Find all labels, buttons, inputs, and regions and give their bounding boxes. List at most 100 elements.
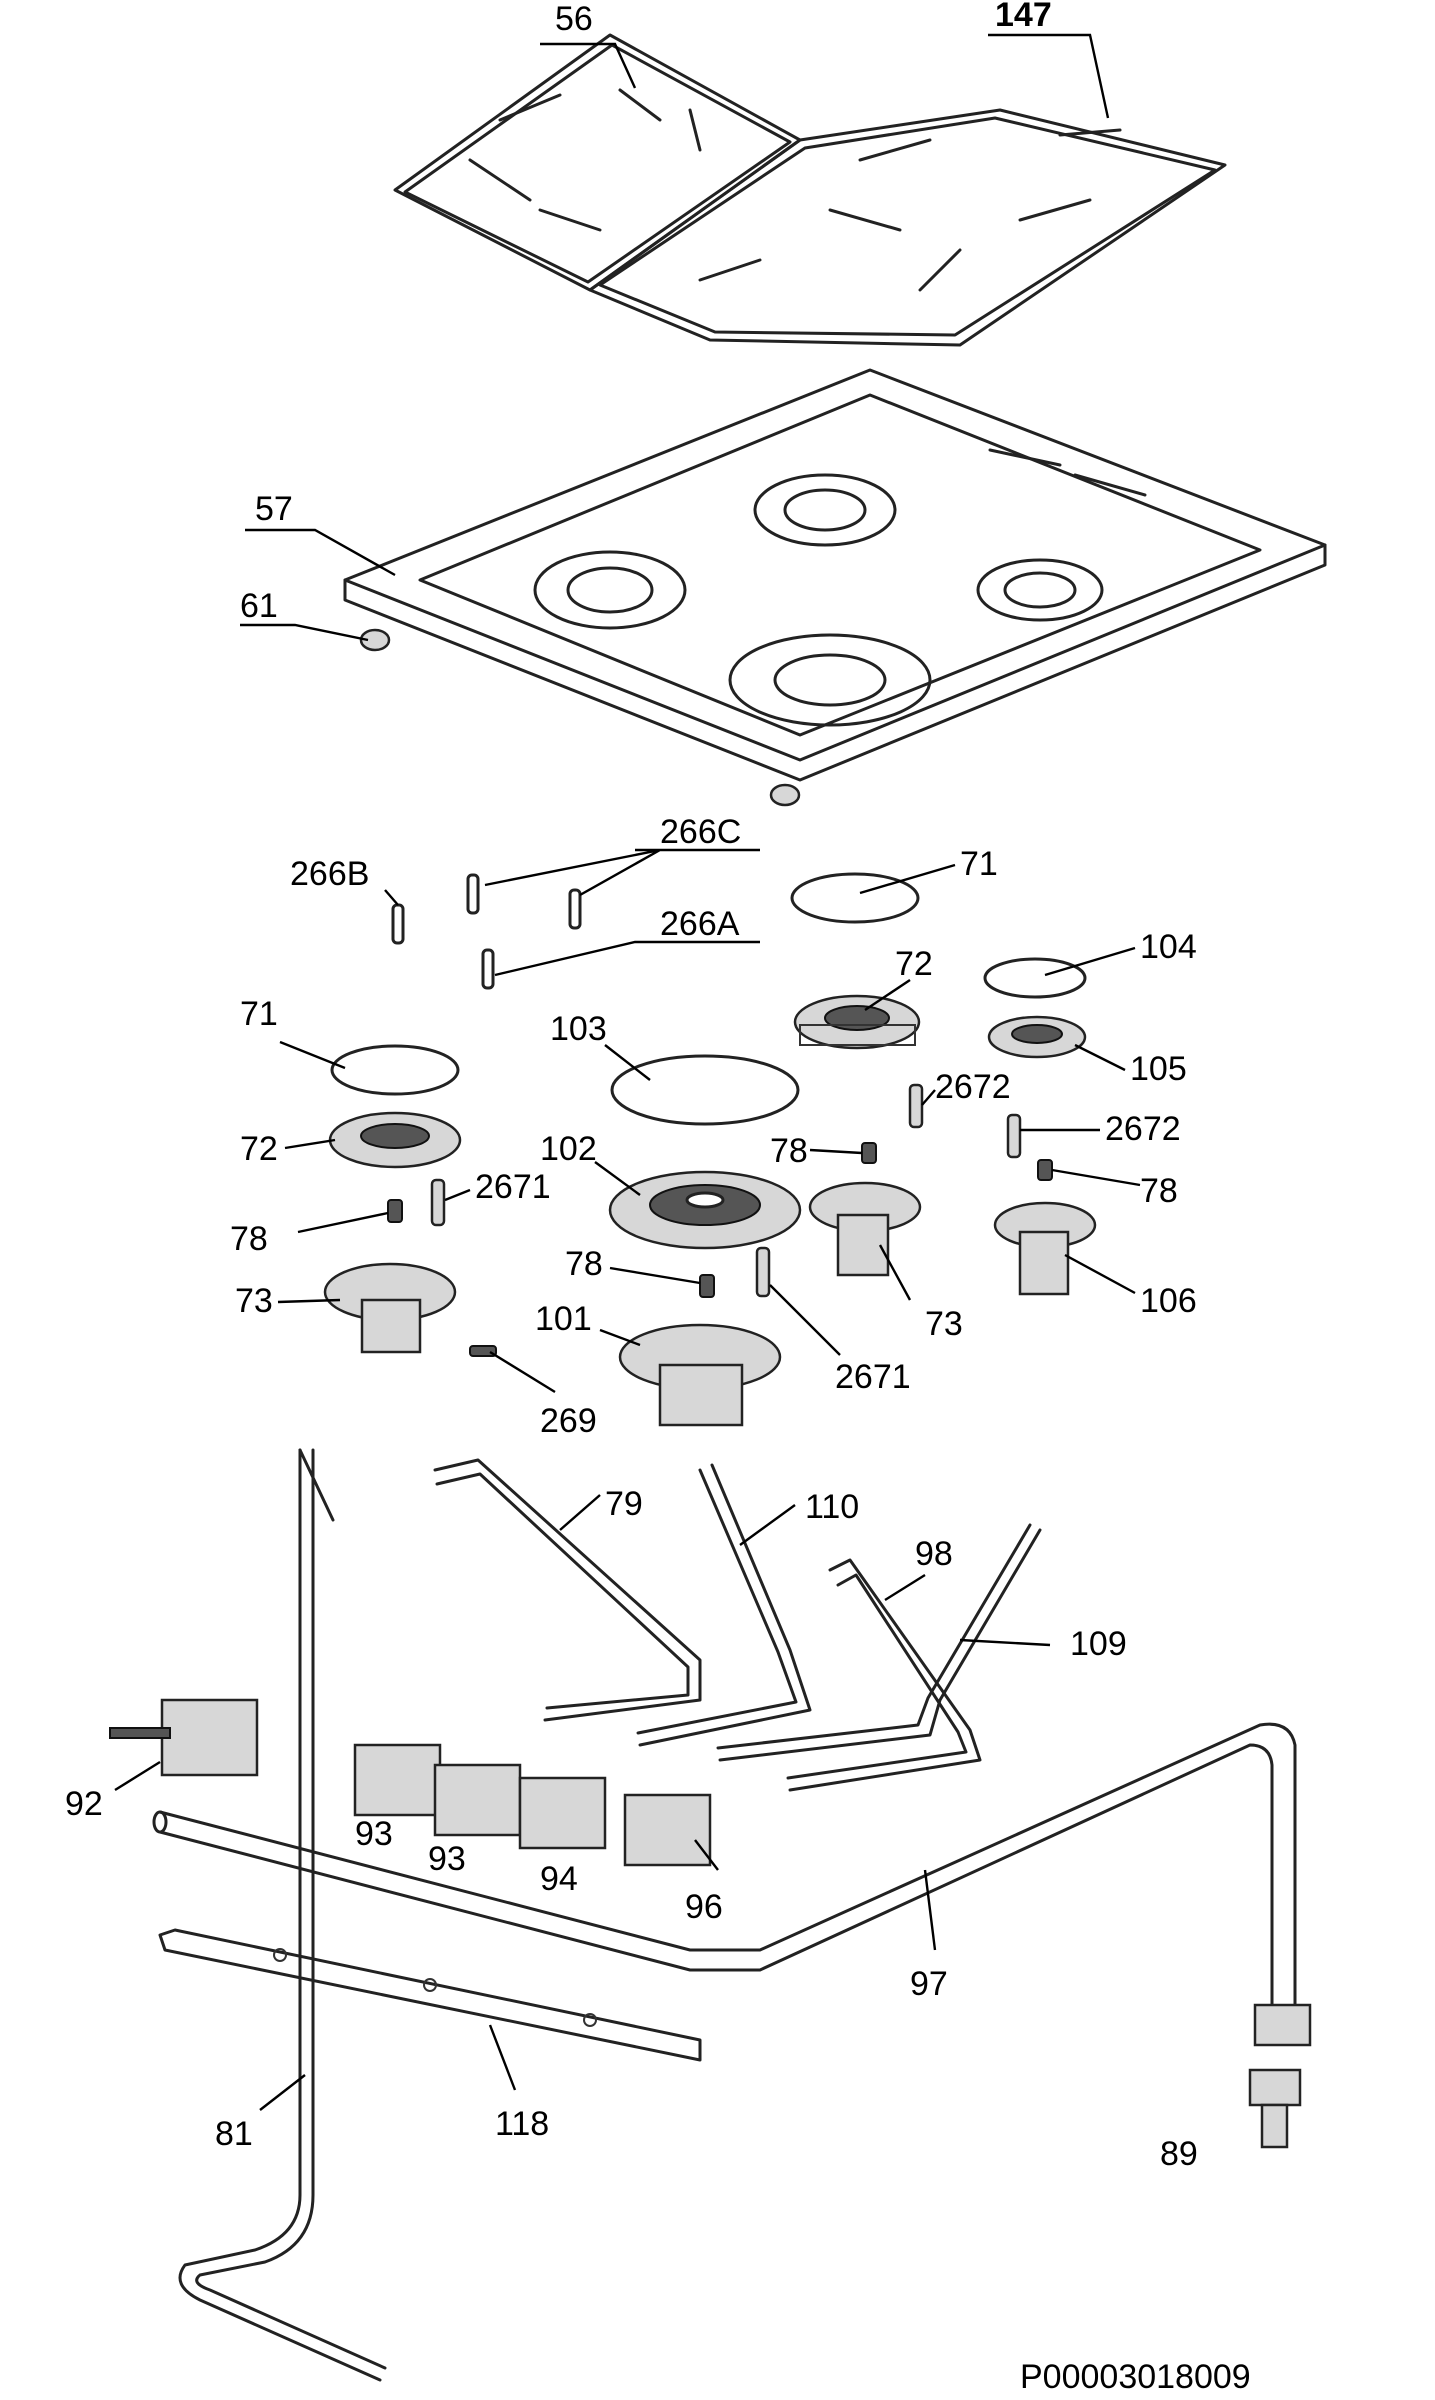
screw-78-d <box>699 1274 715 1298</box>
leader-56 <box>540 42 637 89</box>
leader-2671-a <box>444 1188 471 1202</box>
burner-cap-71-left <box>330 1044 460 1096</box>
label-71-right: 71 <box>960 845 998 883</box>
label-147: 147 <box>995 0 1052 34</box>
electrode-2672-b <box>1006 1113 1022 1159</box>
tube-79 <box>433 1458 702 1722</box>
leader-266a <box>494 940 760 977</box>
pin-266b <box>391 903 405 945</box>
leader-71-left <box>279 1040 346 1070</box>
leader-102 <box>594 1161 641 1196</box>
pan-support-left <box>393 33 802 292</box>
screw-78-b <box>861 1142 877 1164</box>
leader-104 <box>1044 946 1136 977</box>
leader-105 <box>1074 1043 1126 1072</box>
leader-2671-b <box>769 1284 841 1356</box>
label-78-b: 78 <box>770 1132 808 1170</box>
label-103: 103 <box>550 1010 607 1048</box>
burner-head-102 <box>608 1170 802 1250</box>
tube-110 <box>636 1463 812 1747</box>
foot-61-a <box>359 628 391 652</box>
leader-266b <box>384 889 399 906</box>
pin-266a <box>481 948 495 990</box>
leader-103 <box>604 1044 651 1081</box>
pin-266c-b <box>568 888 582 930</box>
document-code: P00003018009 <box>1020 2358 1251 2396</box>
label-266b: 266B <box>290 855 369 893</box>
fitting-89 <box>1248 2003 1312 2149</box>
leader-98 <box>884 1573 926 1602</box>
label-2671-b: 2671 <box>835 1358 911 1396</box>
label-78-d: 78 <box>565 1245 603 1283</box>
leader-266c <box>484 848 760 897</box>
burner-body-106 <box>993 1201 1097 1296</box>
label-266a: 266A <box>660 905 740 943</box>
leader-73-left <box>277 1298 341 1304</box>
label-102: 102 <box>540 1130 597 1168</box>
leader-97 <box>923 1869 937 1951</box>
leader-72-left <box>284 1138 336 1150</box>
leader-110 <box>739 1504 796 1546</box>
leader-71-right <box>859 863 956 895</box>
burner-head-72-right <box>793 994 921 1050</box>
tube-109 <box>716 1523 1042 1762</box>
label-81: 81 <box>215 2115 253 2153</box>
leader-96 <box>694 1839 719 1871</box>
label-96: 96 <box>685 1888 723 1926</box>
leader-61 <box>240 623 369 642</box>
label-97: 97 <box>910 1965 948 2003</box>
leader-78-d <box>609 1266 701 1285</box>
label-61: 61 <box>240 587 278 625</box>
electrode-2671-b <box>755 1246 771 1298</box>
leader-269 <box>489 1350 556 1394</box>
label-98: 98 <box>915 1535 953 1573</box>
label-92: 92 <box>65 1785 103 1823</box>
label-94: 94 <box>540 1860 578 1898</box>
label-105: 105 <box>1130 1050 1187 1088</box>
leader-79 <box>559 1494 601 1531</box>
tube-81 <box>178 1448 387 2382</box>
burner-cap-103 <box>610 1054 800 1126</box>
valve-93-a <box>353 1743 442 1817</box>
leader-147 <box>988 33 1110 119</box>
label-106: 106 <box>1140 1282 1197 1320</box>
label-109: 109 <box>1070 1625 1127 1663</box>
burner-head-72-left <box>328 1111 462 1169</box>
leader-57 <box>245 528 396 577</box>
leader-109 <box>959 1638 1051 1647</box>
leader-72-right <box>864 979 911 1011</box>
leader-78-c <box>1051 1168 1141 1187</box>
label-110: 110 <box>805 1488 859 1526</box>
bracket-118 <box>158 1928 702 2062</box>
label-118: 118 <box>495 2105 549 2143</box>
label-56: 56 <box>555 0 593 38</box>
valve-94 <box>518 1776 607 1850</box>
label-72-right: 72 <box>895 945 933 983</box>
label-73-right: 73 <box>925 1305 963 1343</box>
leader-73-right <box>878 1244 912 1301</box>
burner-body-101 <box>618 1323 782 1427</box>
tube-98 <box>786 1558 982 1792</box>
label-78-c: 78 <box>1140 1172 1178 1210</box>
leader-78-a <box>297 1211 389 1234</box>
leader-92 <box>114 1760 161 1792</box>
label-101: 101 <box>535 1300 592 1338</box>
label-2672-b: 2672 <box>1105 1110 1181 1148</box>
burner-body-73-right <box>808 1181 922 1277</box>
label-269: 269 <box>540 1402 597 1440</box>
label-266c: 266C <box>660 813 741 851</box>
label-73-left: 73 <box>235 1282 273 1320</box>
screw-78-c <box>1037 1159 1053 1181</box>
label-71-left: 71 <box>240 995 278 1033</box>
burner-head-105 <box>987 1015 1087 1059</box>
pin-266c-a <box>466 873 480 915</box>
valve-93-b <box>433 1763 522 1837</box>
label-2671-a: 2671 <box>475 1168 551 1206</box>
label-2672-a: 2672 <box>935 1068 1011 1106</box>
label-78-a: 78 <box>230 1220 268 1258</box>
leader-2672-a <box>921 1089 936 1106</box>
leader-81 <box>259 2074 306 2111</box>
label-79: 79 <box>605 1485 643 1523</box>
label-93-a: 93 <box>355 1815 393 1853</box>
